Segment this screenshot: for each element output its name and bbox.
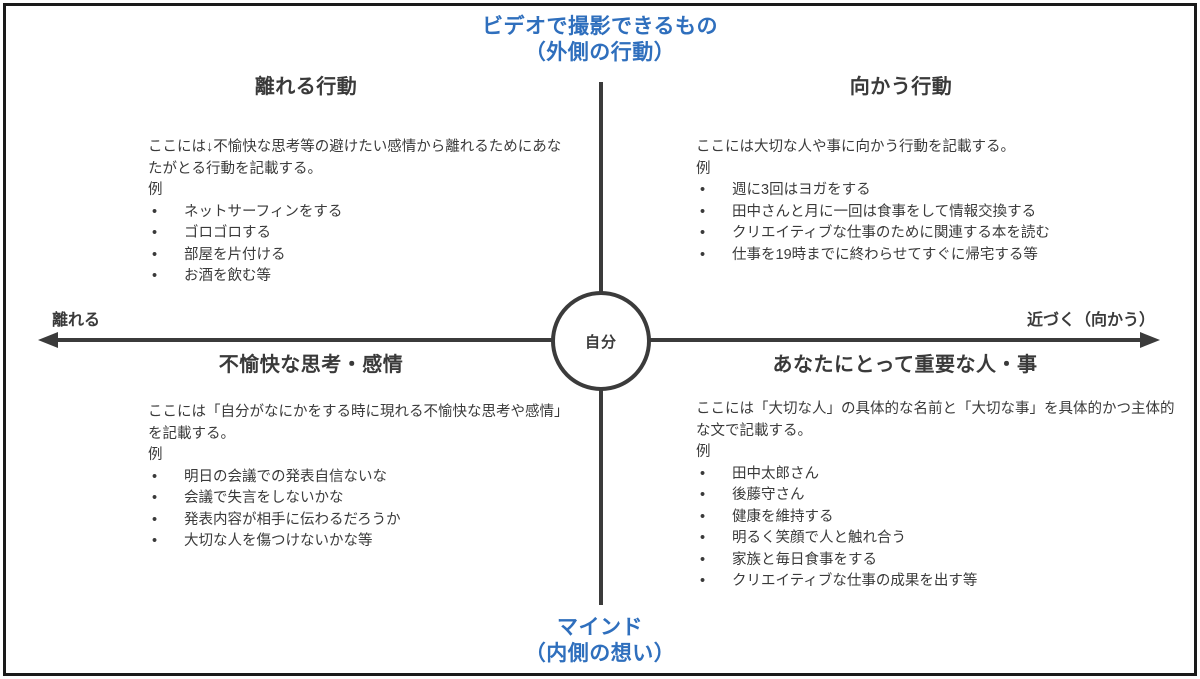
bullet-icon: • <box>152 246 158 263</box>
list-item-label: 部屋を片付ける <box>184 246 286 263</box>
list-item-label: クリエイティブな仕事の成果を出す等 <box>732 573 978 589</box>
axis-right-label: 近づく（向かう） <box>1026 312 1155 329</box>
list-item: • お酒を飲む等 <box>148 266 570 288</box>
list-item-label: 田中太郎さん <box>732 465 819 482</box>
list-item: • クリエイティブな仕事の成果を出す等 <box>696 571 1180 593</box>
list-item-label: 仕事を19時までに終わらせてすぐに帰宅する等 <box>732 246 1038 263</box>
bullet-icon: • <box>152 268 158 284</box>
list-item-label: お酒を飲む等 <box>184 268 271 284</box>
quadrant-bottom-left: 不愉快な思考・感情 ここには「自分がなにかをする時に現れる不愉快な思考や感情」を… <box>30 348 570 598</box>
bottom-axis-title-line2: （内側の想い） <box>524 642 676 665</box>
quadrant-bottom-right-example-label: 例 <box>696 444 711 460</box>
quadrant-bottom-left-heading: 不愉快な思考・感情 <box>218 354 404 376</box>
list-item-label: クリエイティブな仕事のために関連する本を読む <box>732 225 1050 241</box>
bullet-icon: • <box>152 533 158 549</box>
bullet-icon: • <box>700 530 706 546</box>
quadrant-bottom-right-heading: あなたにとって重要な人・事 <box>772 354 1038 376</box>
list-item: • クリエイティブな仕事のために関連する本を読む <box>696 223 1180 245</box>
list-item: • 明日の会議での発表自信ないな <box>148 467 570 489</box>
bullet-icon: • <box>700 573 706 589</box>
bullet-icon: • <box>152 225 158 241</box>
top-axis-title-line1: ビデオで撮影できるもの <box>481 15 719 38</box>
quadrant-top-left-heading: 離れる行動 <box>254 76 358 98</box>
axis-left-label: 離れる <box>52 312 101 329</box>
quadrant-bottom-left-description: ここには「自分がなにかをする時に現れる不愉快な思考や感情」を記載する。 <box>148 404 569 442</box>
quadrant-top-right-list: • 週に3回はヨガをする • 田中さんと月に一回は食事をして情報交換する • クリエイ… <box>696 180 1180 266</box>
bullet-icon: • <box>700 225 706 241</box>
list-item: • 田中さんと月に一回は食事をして情報交換する <box>696 202 1180 224</box>
bullet-icon: • <box>700 487 706 503</box>
quadrant-top-right-example-label: 例 <box>696 160 711 177</box>
bullet-icon: • <box>152 490 158 506</box>
quadrant-bottom-right-list: • 田中太郎さん • 後藤守さん • 健康を維持する • 明るく笑顔で人と触れ合う • 家… <box>696 464 1180 593</box>
list-item-label: 週に3回はヨガをする <box>732 182 871 198</box>
list-item-label: 健康を維持する <box>732 508 834 525</box>
bottom-axis-title-line1: マインド <box>557 616 643 639</box>
list-item-label: 後藤守さん <box>732 487 805 503</box>
list-item: • 大切な人を傷つけないかな等 <box>148 531 570 553</box>
quadrant-top-right: 向かう行動 ここには大切な人や事に向かう行動を記載する。 例 • 週に3回はヨガを… <box>640 70 1180 295</box>
bullet-icon: • <box>700 551 706 568</box>
top-axis-title-line2: （外側の行動） <box>524 41 676 64</box>
bullet-icon: • <box>152 511 158 528</box>
list-item-label: ネットサーフィンをする <box>184 203 343 220</box>
list-item-label: 田中さんと月に一回は食事をして情報交換する <box>732 203 1037 220</box>
quadrant-top-left-example-label: 例 <box>148 182 163 198</box>
bottom-axis-title: マインド （内側の想い） <box>0 615 1200 667</box>
quadrant-bottom-right-body: ここには「大切な人」の具体的な名前と「大切な事」を具体的かつ主体的な文で記載する… <box>640 399 1180 593</box>
bullet-icon: • <box>700 246 706 263</box>
bullet-icon: • <box>700 203 706 220</box>
top-axis-title: ビデオで撮影できるもの （外側の行動） <box>0 14 1200 66</box>
quadrant-top-left-list: • ネットサーフィンをする • ゴロゴロする • 部屋を片付ける • お酒を飲む等 <box>148 202 570 288</box>
list-item-label: 会議で失言をしないかな <box>184 490 344 506</box>
list-item-label: 家族と毎日食事をする <box>732 551 877 568</box>
list-item-label: 発表内容が相手に伝わるだろうか <box>184 511 401 528</box>
list-item: • 仕事を19時までに終わらせてすぐに帰宅する等 <box>696 245 1180 267</box>
quadrant-top-right-description: ここには大切な人や事に向かう行動を記載する。 <box>696 139 1015 155</box>
list-item: • 健康を維持する <box>696 507 1180 529</box>
list-item-label: 明日の会議での発表自信ないな <box>184 468 387 485</box>
quadrant-top-left: 離れる行動 ここには↓不愉快な思考等の避けたい感情から離れるためにあなたがとる行… <box>30 70 570 295</box>
list-item: • 後藤守さん <box>696 485 1180 507</box>
quadrant-bottom-left-example-label: 例 <box>148 447 163 463</box>
list-item-label: ゴロゴロする <box>184 225 271 241</box>
bullet-icon: • <box>152 468 158 485</box>
quadrant-top-left-description: ここには↓不愉快な思考等の避けたい感情から離れるためにあなたがとる行動を記載する… <box>148 139 562 177</box>
list-item: • 明るく笑顔で人と触れ合う <box>696 528 1180 550</box>
bullet-icon: • <box>700 465 706 482</box>
bullet-icon: • <box>152 203 158 220</box>
center-self-label: 自分 <box>584 333 617 351</box>
list-item: • 週に3回はヨガをする <box>696 180 1180 202</box>
quadrant-bottom-left-body: ここには「自分がなにかをする時に現れる不愉快な思考や感情」を記載する。 例 • 明… <box>30 402 570 553</box>
list-item-label: 大切な人を傷つけないかな等 <box>184 533 373 549</box>
list-item: • 発表内容が相手に伝わるだろうか <box>148 510 570 532</box>
quadrant-bottom-right: あなたにとって重要な人・事 ここには「大切な人」の具体的な名前と「大切な事」を具… <box>640 348 1180 598</box>
bullet-icon: • <box>700 508 706 525</box>
quadrant-top-right-heading: 向かう行動 <box>849 76 953 98</box>
bullet-icon: • <box>700 182 706 198</box>
center-self-circle: 自分 <box>551 291 651 391</box>
list-item: • 田中太郎さん <box>696 464 1180 486</box>
quadrant-bottom-right-description: ここには「大切な人」の具体的な名前と「大切な事」を具体的かつ主体的な文で記載する… <box>696 401 1175 439</box>
quadrant-top-right-body: ここには大切な人や事に向かう行動を記載する。 例 • 週に3回はヨガをする • 田中… <box>640 137 1180 266</box>
list-item: • ゴロゴロする <box>148 223 570 245</box>
list-item: • 会議で失言をしないかな <box>148 488 570 510</box>
quadrant-top-left-body: ここには↓不愉快な思考等の避けたい感情から離れるためにあなたがとる行動を記載する… <box>30 137 570 288</box>
list-item: • ネットサーフィンをする <box>148 202 570 224</box>
list-item: • 部屋を片付ける <box>148 245 570 267</box>
quadrant-bottom-left-list: • 明日の会議での発表自信ないな • 会議で失言をしないかな • 発表内容が相手に伝わ… <box>148 467 570 553</box>
list-item: • 家族と毎日食事をする <box>696 550 1180 572</box>
list-item-label: 明るく笑顔で人と触れ合う <box>732 530 906 546</box>
